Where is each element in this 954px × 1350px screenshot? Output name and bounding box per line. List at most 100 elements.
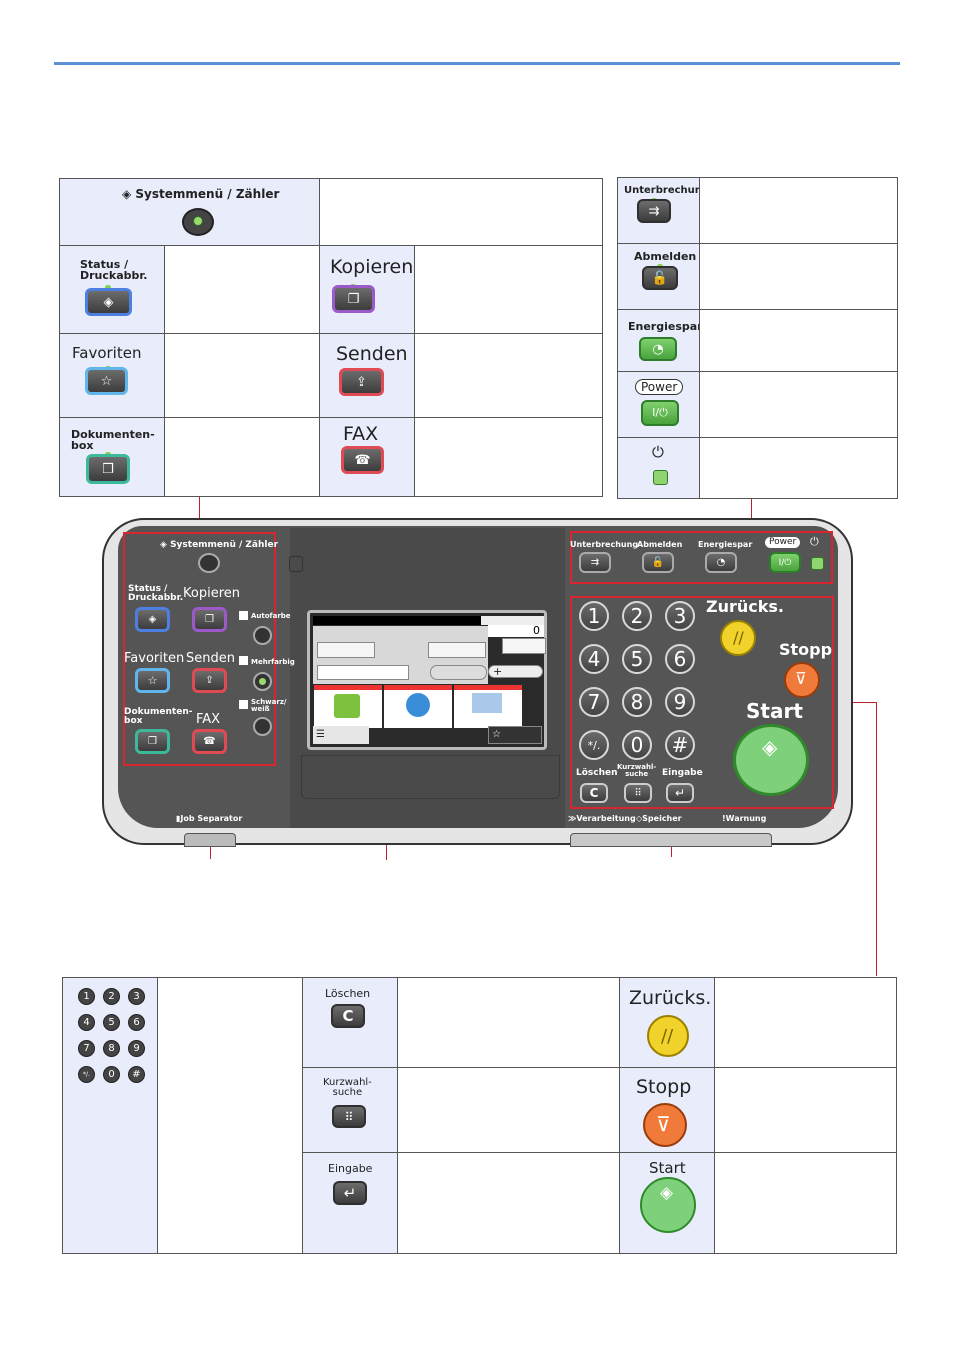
panel-auto-color-label: Autofarbe — [251, 612, 291, 620]
quick-search-button[interactable]: ⠿ — [332, 1105, 366, 1128]
key-1[interactable]: 1 — [579, 601, 609, 631]
power-button[interactable]: I/⏻ — [641, 400, 679, 426]
panel-start-button[interactable]: ◈ — [733, 724, 809, 796]
cell-system-menu-desc — [319, 178, 603, 246]
panel-enter-button[interactable]: ↵ — [666, 783, 694, 803]
panel-energy-saver-label: Energiespar — [698, 540, 753, 549]
document-box-icon: ❒ — [102, 461, 114, 477]
usb-slot — [289, 556, 303, 572]
enter-button[interactable]: ↵ — [333, 1181, 367, 1205]
panel-job-separator-label: ▮Job Separator — [176, 814, 243, 823]
keypad-group — [570, 596, 834, 809]
screen-input-field[interactable] — [317, 665, 409, 680]
key-8[interactable]: 8 — [622, 687, 652, 717]
copy-icon: ❐ — [347, 291, 360, 307]
key-5[interactable]: 5 — [622, 644, 652, 674]
main-power-indicator — [653, 470, 668, 485]
key-3[interactable]: 3 — [665, 601, 695, 631]
panel-multi-color-button[interactable] — [253, 672, 272, 691]
panel-send-button[interactable]: ⇪ — [192, 668, 227, 693]
clear-button[interactable]: C — [331, 1004, 365, 1028]
panel-system-menu-button[interactable] — [198, 553, 220, 573]
status-button[interactable]: ◈ — [85, 288, 132, 316]
key-2[interactable]: 2 — [622, 601, 652, 631]
screen-setting-field-1[interactable] — [317, 642, 375, 658]
panel-fax-button[interactable]: ☎ — [192, 729, 227, 754]
screen-tile-box[interactable] — [454, 685, 522, 728]
panel-copy-button[interactable]: ❐ — [192, 607, 227, 632]
job-separator-tray — [184, 833, 236, 847]
screen-toggle-button[interactable] — [430, 665, 487, 680]
panel-logout-button[interactable]: 🔓 — [642, 552, 674, 573]
copy-button[interactable]: ❐ — [332, 285, 375, 313]
numeric-key-3: 3 — [128, 988, 145, 1005]
cell-send: Senden ⇪ — [319, 333, 415, 418]
key-9[interactable]: 9 — [665, 687, 695, 717]
cell-copy: Kopieren ❐ — [319, 245, 415, 334]
leader-line-right — [751, 499, 752, 532]
screen-setting-field-2[interactable] — [428, 642, 486, 658]
energy-saver-button[interactable]: ◔ — [639, 337, 677, 361]
panel-energy-saver-button[interactable]: ◔ — [705, 552, 737, 573]
leader-line-indicators — [671, 843, 672, 857]
numeric-key-0: 0 — [103, 1066, 120, 1083]
logout-button[interactable]: 🔓 — [642, 266, 678, 290]
key-asterisk-period[interactable]: */. — [579, 730, 609, 760]
enter-icon: ↵ — [343, 1184, 357, 1202]
stop-button[interactable]: ⊽ — [643, 1103, 687, 1147]
cell-copy-desc — [414, 245, 603, 334]
panel-stop-label: Stopp — [779, 640, 833, 659]
interrupt-button[interactable]: ⇉ — [637, 199, 671, 223]
cell-system-menu: ◈ Systemmenü / Zähler — [59, 178, 320, 246]
panel-status-button[interactable]: ◈ — [135, 607, 170, 632]
panel-clear-button[interactable]: C — [580, 783, 608, 803]
send-icon: ⇪ — [356, 374, 367, 390]
screen-favorites-button[interactable]: ☆ — [488, 726, 542, 744]
panel-quick-search-button[interactable]: ⠿ — [624, 783, 652, 803]
screen-tile-copy[interactable] — [314, 685, 382, 728]
key-0[interactable]: 0 — [622, 730, 652, 760]
leader-line-keypad-v — [876, 702, 877, 976]
multi-color-icon — [239, 656, 248, 665]
favorites-button[interactable]: ☆ — [85, 367, 128, 395]
panel-stop-button[interactable]: ⊽ — [784, 662, 820, 698]
key-4[interactable]: 4 — [579, 644, 609, 674]
send-button[interactable]: ⇪ — [339, 368, 384, 396]
cell-quick-search-desc — [397, 1067, 620, 1153]
cell-stop-desc — [714, 1067, 897, 1153]
favorites-label: Favoriten — [72, 344, 142, 362]
lock-icon: 🔓 — [651, 557, 665, 568]
cell-fax-desc — [414, 417, 603, 497]
numeric-key-7: 7 — [78, 1040, 95, 1057]
key-hash[interactable]: # — [665, 730, 695, 760]
cell-fax: FAX ☎ — [319, 417, 415, 497]
panel-power-button[interactable]: I/⏻ — [769, 552, 801, 573]
screen-copy-counter: 0 — [488, 625, 544, 637]
panel-interrupt-button[interactable]: ⇉ — [579, 552, 611, 573]
key-7[interactable]: 7 — [579, 687, 609, 717]
panel-auto-color-button[interactable] — [253, 626, 272, 645]
document-box-label: Dokumenten- box — [71, 428, 155, 452]
panel-document-box-button[interactable]: ❒ — [135, 729, 170, 754]
cell-interrupt: Unterbrechung ⇉ — [617, 177, 709, 244]
screen-tile-send[interactable] — [384, 685, 452, 728]
leader-line-left — [199, 497, 200, 533]
screen-add-button[interactable]: + — [488, 665, 543, 678]
screen-list-button[interactable]: ☰ — [313, 726, 369, 744]
document-box-button[interactable]: ❒ — [86, 454, 130, 484]
system-menu-button[interactable] — [182, 208, 214, 236]
send-label: Senden — [336, 343, 408, 365]
panel-favorites-label: Favoriten — [124, 651, 185, 666]
key-6[interactable]: 6 — [665, 644, 695, 674]
panel-favorites-button[interactable]: ☆ — [135, 668, 170, 693]
fax-button[interactable]: ☎ — [341, 446, 384, 474]
start-button[interactable]: ◈ — [640, 1177, 696, 1233]
cell-logout-desc — [699, 243, 898, 310]
panel-black-white-button[interactable] — [253, 717, 272, 736]
status-label: Status / Druckabbr. — [80, 258, 148, 282]
reset-button[interactable]: // — [647, 1015, 689, 1057]
panel-reset-button[interactable]: // — [720, 620, 756, 656]
screen-setting-field-3[interactable] — [502, 638, 546, 654]
cell-numeric-keys-desc — [157, 977, 303, 1254]
touch-panel[interactable]: 0 + ☰ ☆ — [307, 610, 547, 750]
